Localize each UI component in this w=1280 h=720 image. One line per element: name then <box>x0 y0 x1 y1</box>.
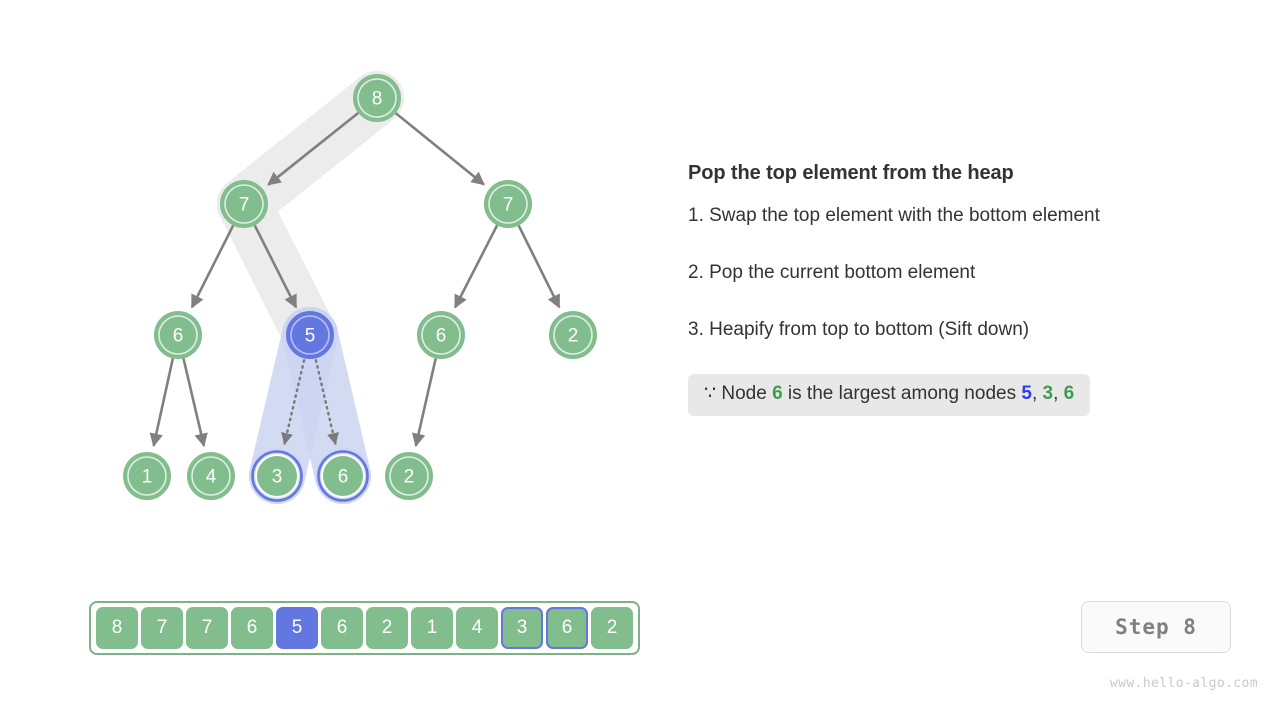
hint-callout: ∵ Node 6 is the largest among nodes 5, 3… <box>688 374 1091 417</box>
array-cell-2: 7 <box>186 607 228 649</box>
tree-node-3: 3 <box>251 450 303 502</box>
hint-text-part1: Node <box>716 383 773 405</box>
array-cell-11: 2 <box>591 607 633 649</box>
tree-node-6: 6 <box>154 311 202 359</box>
hint-compare-2: 3 <box>1042 383 1054 405</box>
heap-tree-diagram: 8 7 7 6 5 6 2 1 4 3 6 2 <box>0 0 680 560</box>
step-badge: Step 8 <box>1081 601 1231 653</box>
array-cell-3: 6 <box>231 607 273 649</box>
tree-node-label: 1 <box>142 467 153 488</box>
array-cell-0: 8 <box>96 607 138 649</box>
array-cell-8: 4 <box>456 607 498 649</box>
tree-node-6: 6 <box>417 311 465 359</box>
explanation-panel: Pop the top element from the heap 1. Swa… <box>688 160 1248 417</box>
watermark: www.hello-algo.com <box>1109 676 1258 691</box>
step-item-1: 1. Swap the top element with the bottom … <box>688 205 1100 226</box>
tree-node-8: 8 <box>353 74 401 122</box>
hint-sep-2: , <box>1053 383 1064 405</box>
step-item-3: 3. Heapify from top to bottom (Sift down… <box>688 318 1030 340</box>
tree-node-2: 2 <box>385 452 433 500</box>
array-cell-7: 1 <box>411 607 453 649</box>
array-cell-5: 6 <box>321 607 363 649</box>
hint-sep-1: , <box>1031 383 1043 405</box>
array-cell-1: 7 <box>141 607 183 649</box>
tree-node-label: 7 <box>239 195 250 216</box>
array-cell-6: 2 <box>366 607 408 649</box>
tree-node-label: 4 <box>206 467 217 488</box>
array-cell-10: 6 <box>546 607 588 649</box>
because-symbol: ∵ <box>704 383 717 405</box>
array-cell-9: 3 <box>501 607 543 649</box>
tree-node-label: 3 <box>272 467 283 488</box>
tree-node-label: 2 <box>568 326 579 347</box>
tree-nodes: 8 7 7 6 5 6 2 1 4 3 6 2 <box>123 74 597 502</box>
tree-node-label: 6 <box>436 326 447 347</box>
tree-node-label: 8 <box>372 89 383 110</box>
tree-svg: 8 7 7 6 5 6 2 1 4 3 6 2 <box>123 71 597 504</box>
tree-node-7: 7 <box>484 180 532 228</box>
tree-node-5: 5 <box>286 311 334 359</box>
tree-dotted-edges <box>281 359 339 446</box>
hint-compare-3: 6 <box>1063 383 1075 405</box>
step-item-2: 2. Pop the current bottom element <box>688 261 976 283</box>
array-cell-4: 5 <box>276 607 318 649</box>
tree-node-1: 1 <box>123 452 171 500</box>
tree-node-label: 6 <box>173 326 184 347</box>
hint-compare-1: 5 <box>1021 383 1032 405</box>
tree-node-label: 7 <box>503 195 514 216</box>
tree-node-6: 6 <box>317 450 369 502</box>
tree-node-4: 4 <box>187 452 235 500</box>
tree-edges <box>149 111 561 448</box>
tree-node-7: 7 <box>220 180 268 228</box>
page-title: Pop the top element from the heap <box>688 162 1014 184</box>
tree-node-label: 5 <box>305 326 316 347</box>
hint-node-main: 6 <box>772 383 783 405</box>
hint-text-part2: is the largest among nodes <box>782 383 1022 405</box>
tree-node-2: 2 <box>549 311 597 359</box>
tree-node-label: 6 <box>338 467 349 488</box>
tree-node-label: 2 <box>404 467 415 488</box>
